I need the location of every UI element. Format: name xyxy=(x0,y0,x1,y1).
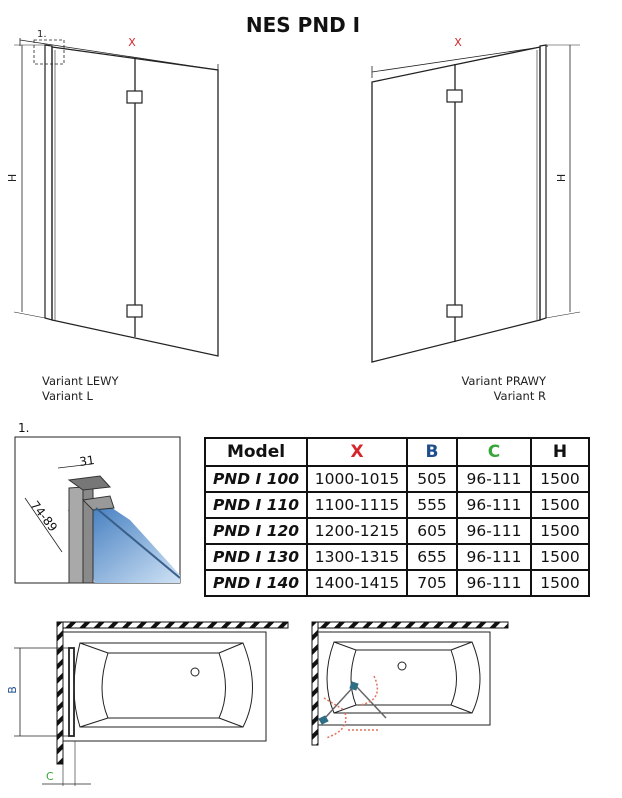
cell-x: 1200-1215 xyxy=(306,517,408,545)
left-variant-code: Variant L xyxy=(42,389,93,403)
table-header-row: Model X B C H xyxy=(204,437,590,467)
detail-number: 1. xyxy=(18,421,29,435)
right-variant-drawing xyxy=(371,44,581,363)
bath-top-view-opening xyxy=(311,621,509,746)
right-variant-code: Variant R xyxy=(493,389,546,403)
b-dimension-label: B xyxy=(6,686,19,694)
cell-b: 705 xyxy=(406,569,458,597)
cell-model: PND I 110 xyxy=(204,491,308,519)
right-h-dimension-label: H xyxy=(555,174,568,182)
header-x: X xyxy=(306,437,408,467)
cell-b: 505 xyxy=(406,465,458,493)
cell-h: 1500 xyxy=(530,517,590,545)
cell-x: 1300-1315 xyxy=(306,543,408,571)
table-row: PND I 120 1200-1215 605 96-111 1500 xyxy=(204,517,590,545)
right-variant-name: Variant PRAWY xyxy=(461,374,546,388)
profile-width-dimension: 31 xyxy=(78,453,95,469)
table-row: PND I 110 1100-1115 555 96-111 1500 xyxy=(204,491,590,519)
header-model: Model xyxy=(204,437,308,467)
cell-c: 96-111 xyxy=(456,569,532,597)
dimensions-table: Model X B C H PND I 100 1000-1015 505 96… xyxy=(204,437,590,597)
page-title: NES PND I xyxy=(246,13,360,37)
bath-top-view-closed xyxy=(14,621,289,786)
right-x-dimension-label: X xyxy=(454,36,462,49)
cell-h: 1500 xyxy=(530,465,590,493)
cell-b: 655 xyxy=(406,543,458,571)
cell-c: 96-111 xyxy=(456,491,532,519)
profile-detail-drawing xyxy=(14,436,181,584)
cell-h: 1500 xyxy=(530,543,590,571)
left-x-dimension-label: X xyxy=(128,36,136,49)
cell-c: 96-111 xyxy=(456,465,532,493)
cell-x: 1400-1415 xyxy=(306,569,408,597)
header-c: C xyxy=(456,437,532,467)
cell-b: 605 xyxy=(406,517,458,545)
c-dimension-label: C xyxy=(46,770,54,783)
table-row: PND I 140 1400-1415 705 96-111 1500 xyxy=(204,569,590,597)
header-h: H xyxy=(530,437,590,467)
left-variant-name: Variant LEWY xyxy=(42,374,119,388)
cell-model: PND I 140 xyxy=(204,569,308,597)
cell-c: 96-111 xyxy=(456,543,532,571)
left-h-dimension-label: H xyxy=(6,174,19,182)
cell-b: 555 xyxy=(406,491,458,519)
header-b: B xyxy=(406,437,458,467)
cell-h: 1500 xyxy=(530,491,590,519)
table-row: PND I 130 1300-1315 655 96-111 1500 xyxy=(204,543,590,571)
table-row: PND I 100 1000-1015 505 96-111 1500 xyxy=(204,465,590,493)
left-variant-drawing xyxy=(13,38,219,357)
cell-model: PND I 120 xyxy=(204,517,308,545)
cell-h: 1500 xyxy=(530,569,590,597)
cell-model: PND I 100 xyxy=(204,465,308,493)
cell-model: PND I 130 xyxy=(204,543,308,571)
cell-x: 1000-1015 xyxy=(306,465,408,493)
cell-x: 1100-1115 xyxy=(306,491,408,519)
detail-marker-label: 1. xyxy=(37,29,47,40)
right-variant-caption: Variant PRAWY Variant R xyxy=(461,374,546,404)
cell-c: 96-111 xyxy=(456,517,532,545)
left-variant-caption: Variant LEWY Variant L xyxy=(42,374,119,404)
